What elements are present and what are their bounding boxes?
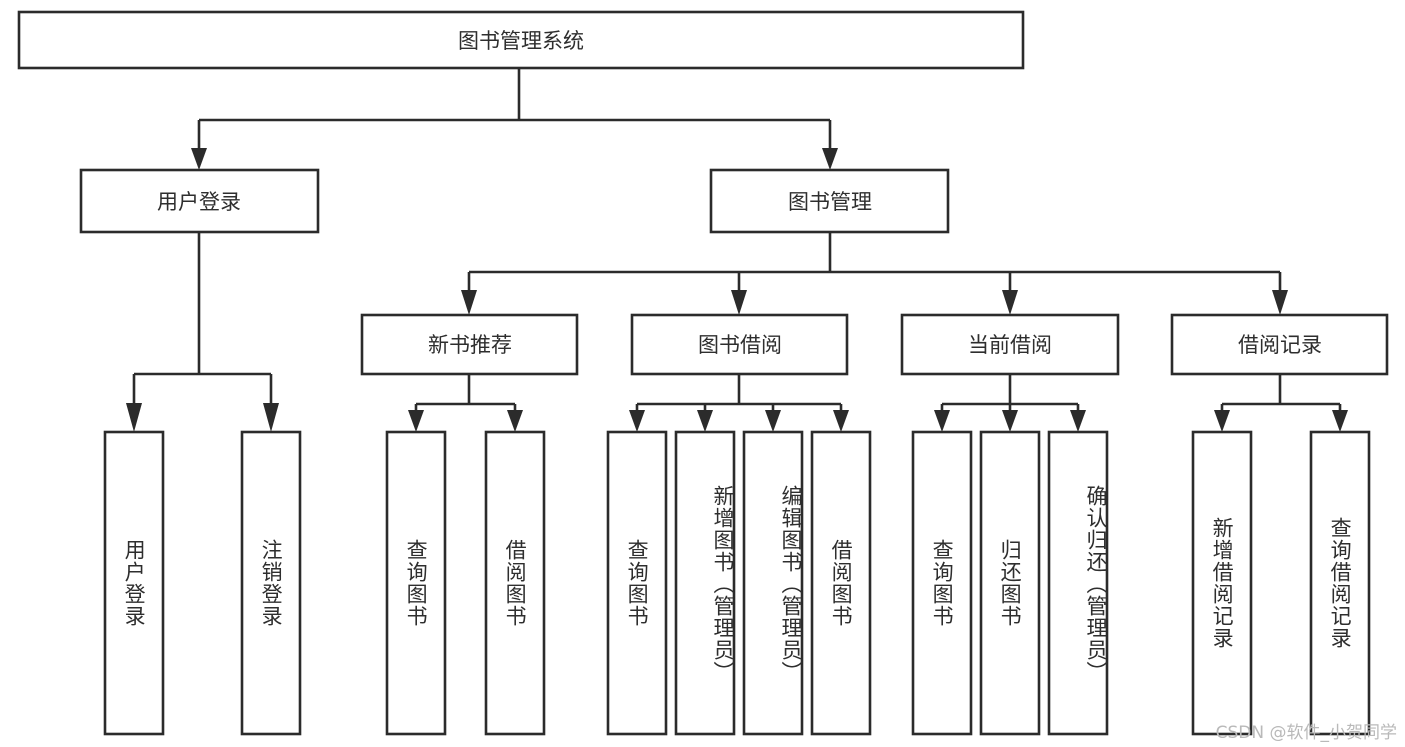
node-book-management-label: 图书管理 xyxy=(788,190,872,214)
arrow-head-leaf-confirm-return xyxy=(1070,410,1086,432)
connector-group-new-book-recommend xyxy=(408,374,523,432)
arrow-head-leaf-return-book xyxy=(1002,410,1018,432)
arrow-head-user-login xyxy=(191,148,207,170)
arrow-head-book-management xyxy=(822,148,838,170)
node-new-book-recommend-box[interactable] xyxy=(360,313,579,376)
leaf-box-query-book-1[interactable] xyxy=(385,430,447,736)
arrow-head-leaf-query-record xyxy=(1332,410,1348,432)
arrow-head-leaf-borrow-book-2 xyxy=(833,410,849,432)
node-book-management-box[interactable] xyxy=(709,168,950,234)
connector-group-user-login xyxy=(126,232,279,432)
leaf-box-confirm-return[interactable] xyxy=(1047,430,1109,736)
node-book-borrow[interactable]: 图书借阅 xyxy=(630,313,849,376)
arrow-head-leaf-query-book-2 xyxy=(629,410,645,432)
node-book-borrow-box[interactable] xyxy=(630,313,849,376)
leaf-box-query-record[interactable] xyxy=(1309,430,1371,736)
arrow-head-leaf-query-book-1 xyxy=(408,410,424,432)
csdn-watermark: CSDN @软件_小贺同学 xyxy=(1215,723,1397,743)
node-new-book-recommend-label: 新书推荐 xyxy=(428,333,512,357)
node-borrow-record-label: 借阅记录 xyxy=(1238,333,1322,357)
leaf-box-query-book-3[interactable] xyxy=(911,430,973,736)
node-root-label: 图书管理系统 xyxy=(458,29,584,53)
leaf-box-return-book[interactable] xyxy=(979,430,1041,736)
arrow-head-current-borrow xyxy=(1002,290,1018,315)
node-current-borrow-box[interactable] xyxy=(900,313,1120,376)
node-current-borrow[interactable]: 当前借阅 xyxy=(900,313,1120,376)
leaf-box-user-logout[interactable] xyxy=(240,430,302,736)
leaf-box-add-book[interactable] xyxy=(674,430,736,736)
leaf-boxes xyxy=(103,430,1371,736)
node-user-login-label: 用户登录 xyxy=(157,190,241,214)
arrow-head-leaf-borrow-book-1 xyxy=(507,410,523,432)
node-borrow-record[interactable]: 借阅记录 xyxy=(1170,313,1389,376)
connector-group-borrow-record xyxy=(1214,374,1348,432)
arrow-head-borrow-record xyxy=(1272,290,1288,315)
connector-group-book-management xyxy=(461,232,1288,315)
leaf-box-user-login[interactable] xyxy=(103,430,165,736)
leaf-box-query-book-2[interactable] xyxy=(606,430,668,736)
node-current-borrow-label: 当前借阅 xyxy=(968,333,1052,357)
connector-group-root xyxy=(191,68,838,170)
leaf-box-borrow-book-2[interactable] xyxy=(810,430,872,736)
node-book-borrow-label: 图书借阅 xyxy=(698,333,782,357)
arrow-head-leaf-user-logout xyxy=(263,403,279,432)
arrow-head-book-borrow xyxy=(731,290,747,315)
arrow-head-leaf-add-record xyxy=(1214,410,1230,432)
node-user-login-box[interactable] xyxy=(79,168,320,234)
leaf-box-add-record[interactable] xyxy=(1191,430,1253,736)
leaf-box-edit-book[interactable] xyxy=(742,430,804,736)
node-borrow-record-box[interactable] xyxy=(1170,313,1389,376)
arrow-head-leaf-query-book-3 xyxy=(934,410,950,432)
connector-group-book-borrow xyxy=(629,374,849,432)
leaf-box-borrow-book-1[interactable] xyxy=(484,430,546,736)
node-user-login[interactable]: 用户登录 xyxy=(79,168,320,234)
arrow-head-leaf-add-book xyxy=(697,410,713,432)
connector-group-current-borrow xyxy=(934,374,1086,432)
arrow-head-leaf-edit-book xyxy=(765,410,781,432)
arrow-head-new-book-recommend xyxy=(461,290,477,315)
node-new-book-recommend[interactable]: 新书推荐 xyxy=(360,313,579,376)
node-root-box[interactable] xyxy=(17,10,1025,70)
node-book-management[interactable]: 图书管理 xyxy=(709,168,950,234)
arrow-head-leaf-user-login xyxy=(126,403,142,432)
node-root[interactable]: 图书管理系统 xyxy=(17,10,1025,70)
